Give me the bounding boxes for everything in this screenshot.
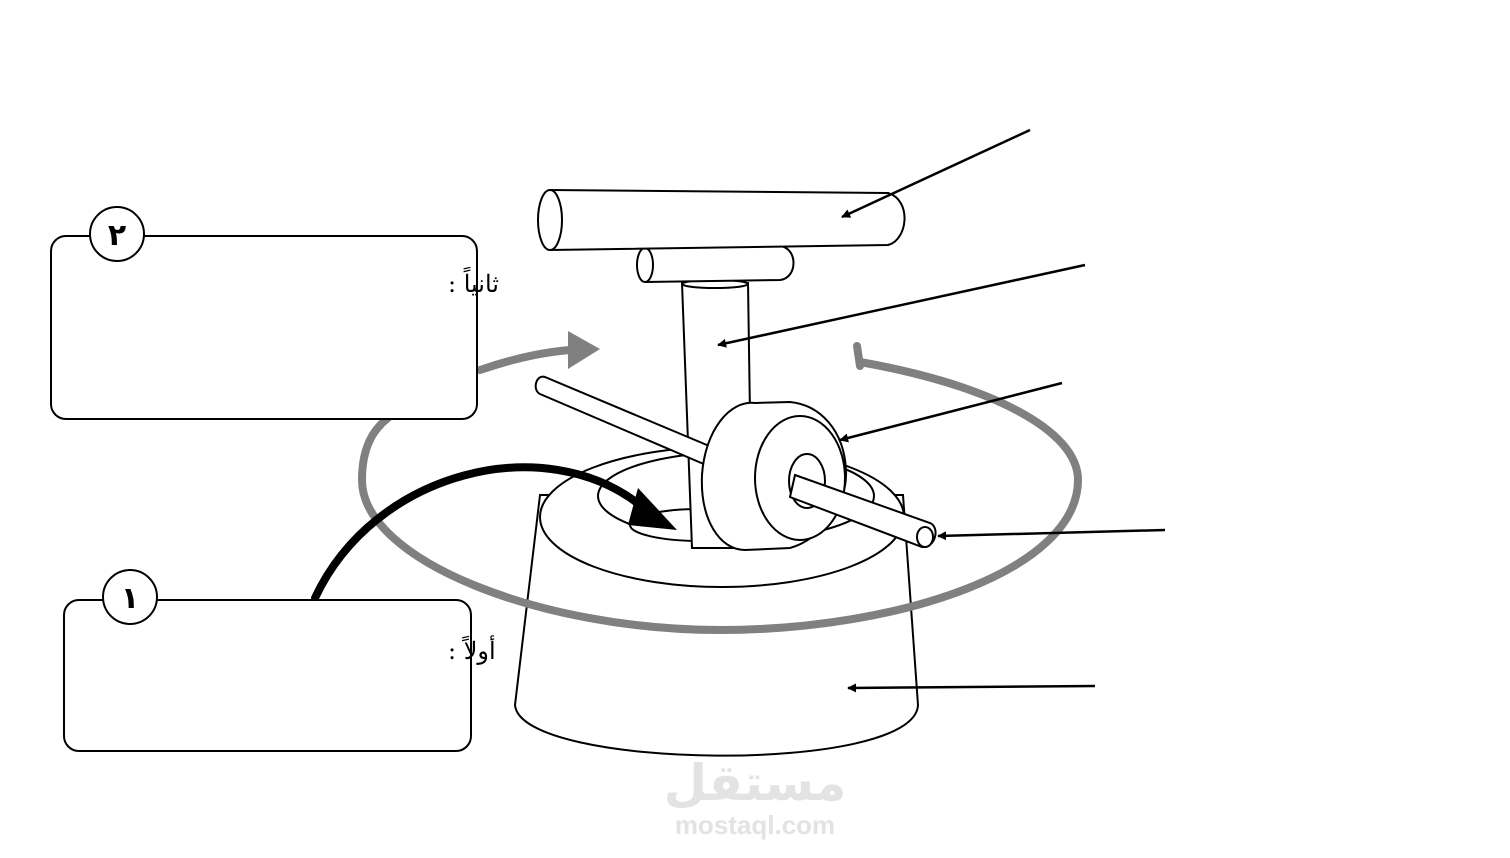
first-step-frame xyxy=(63,599,472,752)
rotation-ring-back-left xyxy=(476,346,574,374)
watermark: مستقل mostaql.com xyxy=(664,754,847,840)
lower-handle-end xyxy=(636,247,654,283)
upper-handle-end xyxy=(537,189,563,251)
rotation-ring-front xyxy=(357,414,1082,635)
horizontal-rod-back xyxy=(534,375,716,467)
curved-arrow-head-icon xyxy=(628,488,677,530)
lower-handle-bar xyxy=(644,244,795,283)
pointer-arrow-icon xyxy=(847,683,1096,693)
horizontal-rod-front xyxy=(788,473,937,549)
pointer-arrow-icon xyxy=(717,263,1086,348)
rotation-ring-start-tick xyxy=(853,342,864,370)
second-step-badge xyxy=(89,206,145,262)
top-handle xyxy=(537,189,906,283)
first-step-badge xyxy=(102,569,158,625)
upper-handle-bar xyxy=(549,189,906,251)
second-step-badge-number: ٢ xyxy=(108,218,126,253)
pointer-arrow-icon xyxy=(841,128,1031,219)
watermark-latin: mostaql.com xyxy=(675,810,835,840)
first-step-badge-number: ١ xyxy=(121,581,139,616)
grinding-wheel xyxy=(700,400,848,552)
pointer-arrow-icon xyxy=(937,528,1166,541)
watermark-arabic: مستقل xyxy=(664,754,847,812)
rotation-ring-back-right xyxy=(856,358,1082,484)
second-step-frame xyxy=(50,235,478,420)
label-pointers xyxy=(717,128,1166,693)
rotation-ring xyxy=(476,331,1082,484)
first-step-label: أولاً : xyxy=(448,634,496,665)
second-step-box: ثانياً : ٢ xyxy=(50,206,499,420)
pointer-arrow-icon xyxy=(839,381,1063,443)
second-step-label: ثانياً : xyxy=(448,267,499,298)
rotation-arrow-icon xyxy=(568,331,600,369)
first-step-curved-arrow xyxy=(311,463,677,602)
first-step-box: أولاً : ١ xyxy=(63,569,496,752)
